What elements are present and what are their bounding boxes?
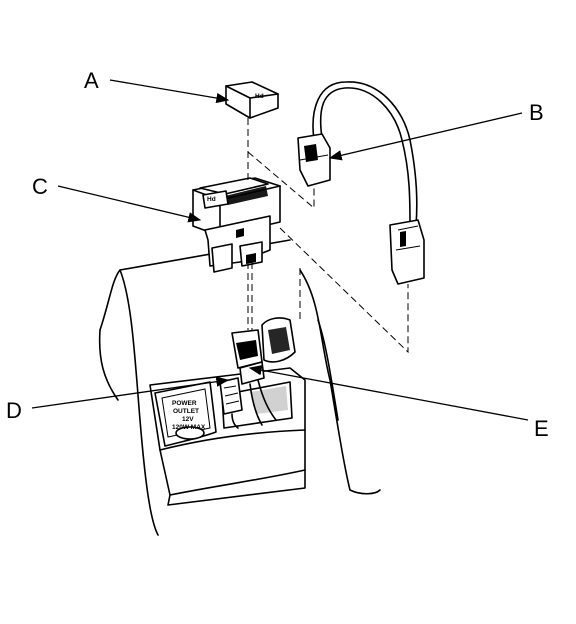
callout-d: D <box>6 398 22 423</box>
switch-label: Hd <box>207 196 216 203</box>
cap-label: Hd <box>255 93 264 100</box>
harness-b <box>297 81 425 285</box>
assembly-guide-lines <box>247 118 409 354</box>
callout-labels: A B C D E <box>6 68 549 441</box>
outlet-line-2: OUTLET <box>173 408 199 415</box>
power-outlet-label: POWER OUTLET 12V 120W MAX <box>172 400 206 431</box>
callout-b: B <box>529 100 544 125</box>
leader-a <box>109 79 230 104</box>
leader-lines <box>31 79 529 421</box>
connector-e <box>231 317 296 426</box>
outlet-line-1: POWER <box>172 400 197 407</box>
callout-a: A <box>84 68 99 93</box>
switch-c: Hd <box>192 177 281 273</box>
callout-c: C <box>32 174 48 199</box>
leader-e <box>248 365 529 421</box>
connector-d <box>219 377 243 429</box>
center-console <box>98 239 381 536</box>
callout-e: E <box>534 416 549 441</box>
outlet-line-3: 12V <box>182 416 194 423</box>
cap-a: Hd <box>225 81 279 119</box>
leader-d <box>31 376 230 409</box>
leader-c <box>57 185 202 223</box>
leader-b <box>328 112 523 161</box>
outlet-line-4: 120W MAX <box>172 424 206 431</box>
